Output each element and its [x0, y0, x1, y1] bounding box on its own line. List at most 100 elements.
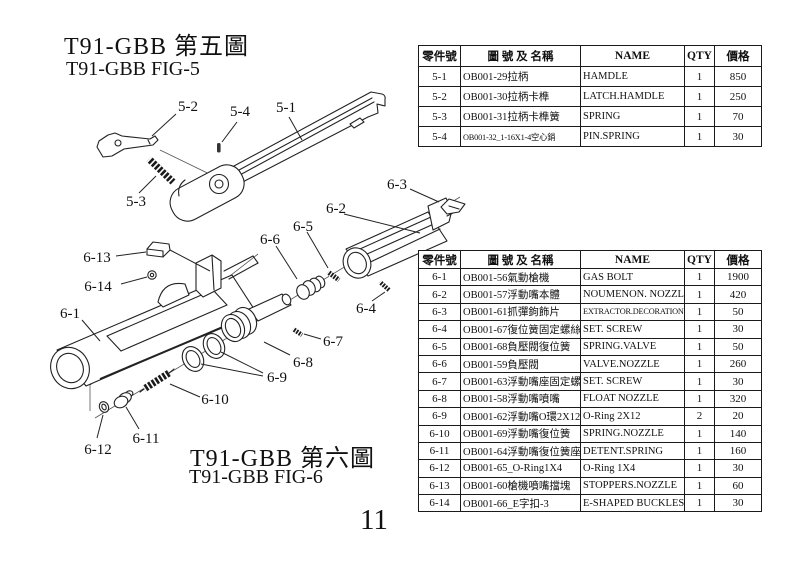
- part-label: 6-8: [293, 355, 313, 371]
- table-cell: 6-1: [418, 267, 461, 287]
- table-cell: 5-4: [418, 126, 461, 147]
- table-cell: 1: [684, 267, 715, 287]
- part-drawing-6-5: [326, 269, 341, 283]
- table-cell: 6-6: [418, 354, 461, 374]
- table-cell: SET. SCREW: [580, 320, 685, 339]
- table-cell: 1: [684, 354, 715, 374]
- table-cell: 30: [714, 372, 762, 391]
- table-cell: 1: [684, 285, 715, 304]
- table-cell: FLOAT NOZZLE: [580, 389, 685, 409]
- table-cell: SET. SCREW: [580, 372, 685, 391]
- part-drawing-5-4: [217, 143, 221, 153]
- table-cell: 6-12: [418, 459, 461, 478]
- table-cell: OB001-69浮動嘴復位簧: [460, 424, 581, 443]
- table-cell: 1: [684, 106, 715, 127]
- table-cell: OB001-68負壓閥復位簧: [460, 337, 581, 356]
- fig6-drawing: 6-1 6-2 6-3 6-4 6-5 6-6 6-7 6-8 6-9 6-10…: [50, 177, 466, 458]
- table-cell: OB001-31拉柄卡榫簧: [460, 106, 581, 127]
- table-cell: OB001-32_1-16X1-4空心銷: [460, 126, 581, 147]
- part-label: 5-3: [126, 194, 146, 210]
- table-cell: 160: [714, 441, 762, 461]
- table-cell: 6-3: [418, 302, 461, 322]
- part-drawing-5-2: [96, 132, 159, 158]
- fig5-title-english: T91-GBB FIG-5: [66, 58, 200, 80]
- table-cell: 5-1: [418, 66, 461, 87]
- column-header: 圖 號 及 名稱: [460, 250, 581, 269]
- table-cell: OB001-64浮動嘴復位簧座: [460, 441, 581, 461]
- part-label: 6-2: [326, 201, 346, 217]
- part-label: 6-3: [387, 177, 407, 193]
- table-cell: 30: [714, 126, 762, 147]
- table-cell: 1: [684, 66, 715, 87]
- table-cell: 1: [684, 302, 715, 322]
- part-label: 5-4: [230, 104, 250, 120]
- table-cell: 70: [714, 106, 762, 127]
- part-drawing-6-13: [146, 241, 171, 258]
- fig6-leader-lines: [81, 188, 440, 439]
- column-header: QTY: [684, 250, 715, 269]
- table-cell: 6-13: [418, 476, 461, 496]
- part-drawing-6-3: [440, 198, 466, 215]
- table-cell: GAS BOLT: [580, 267, 685, 287]
- part-drawing-6-10: [139, 368, 175, 393]
- part-label: 6-13: [83, 250, 111, 266]
- table-cell: O-Ring 1X4: [580, 459, 685, 478]
- table-cell: 6-4: [418, 320, 461, 339]
- table-cell: 1: [684, 126, 715, 147]
- part-label: 6-6: [260, 232, 280, 248]
- part-drawing-6-9: [181, 333, 226, 372]
- table-cell: 6-10: [418, 424, 461, 443]
- table-cell: SPRING.VALVE: [580, 337, 685, 356]
- table-cell: OB001-58浮動嘴噴嘴: [460, 389, 581, 409]
- table-cell: 5-2: [418, 86, 461, 107]
- part-label: 5-1: [276, 100, 296, 116]
- table-cell: 1: [684, 320, 715, 339]
- part-drawing-6-14: [147, 270, 157, 280]
- table-cell: 6-2: [418, 285, 461, 304]
- part-drawing-6-12: [98, 401, 110, 413]
- part-label: 6-14: [84, 279, 112, 295]
- part-label: 6-10: [201, 392, 229, 408]
- table-cell: DETENT.SPRING: [580, 441, 685, 461]
- table-cell: EXTRACTOR.DECORATION.: [580, 302, 685, 322]
- table-cell: LATCH.HAMDLE: [580, 86, 685, 107]
- table-cell: OB001-62浮動嘴O環2X12: [460, 407, 581, 426]
- part-label: 5-2: [178, 99, 198, 115]
- table-cell: OB001-29拉柄: [460, 66, 581, 87]
- column-header: QTY: [684, 45, 715, 67]
- fig6-title-english: T91-GBB FIG-6: [189, 466, 323, 488]
- column-header: 價格: [714, 250, 762, 269]
- table-cell: 6-7: [418, 372, 461, 391]
- table-cell: O-Ring 2X12: [580, 407, 685, 426]
- part-label: 6-9: [267, 370, 287, 386]
- table-cell: 6-5: [418, 337, 461, 356]
- table-cell: OB001-30拉柄卡榫: [460, 86, 581, 107]
- fig5-leader-lines: [138, 113, 303, 194]
- column-header: 圖 號 及 名稱: [460, 45, 581, 67]
- column-header: NAME: [580, 45, 685, 67]
- table-cell: OB001-61抓彈鉤飾片: [460, 302, 581, 322]
- table-cell: 50: [714, 337, 762, 356]
- table-cell: OB001-66_E字扣-3: [460, 494, 581, 513]
- part-drawing-5-3: [146, 156, 176, 185]
- table-cell: 1: [684, 424, 715, 443]
- table-cell: 320: [714, 389, 762, 409]
- part-label: 6-1: [60, 306, 80, 322]
- table-cell: 1: [684, 441, 715, 461]
- table-cell: 140: [714, 424, 762, 443]
- table-cell: OB001-60槍機噴嘴擋塊: [460, 476, 581, 496]
